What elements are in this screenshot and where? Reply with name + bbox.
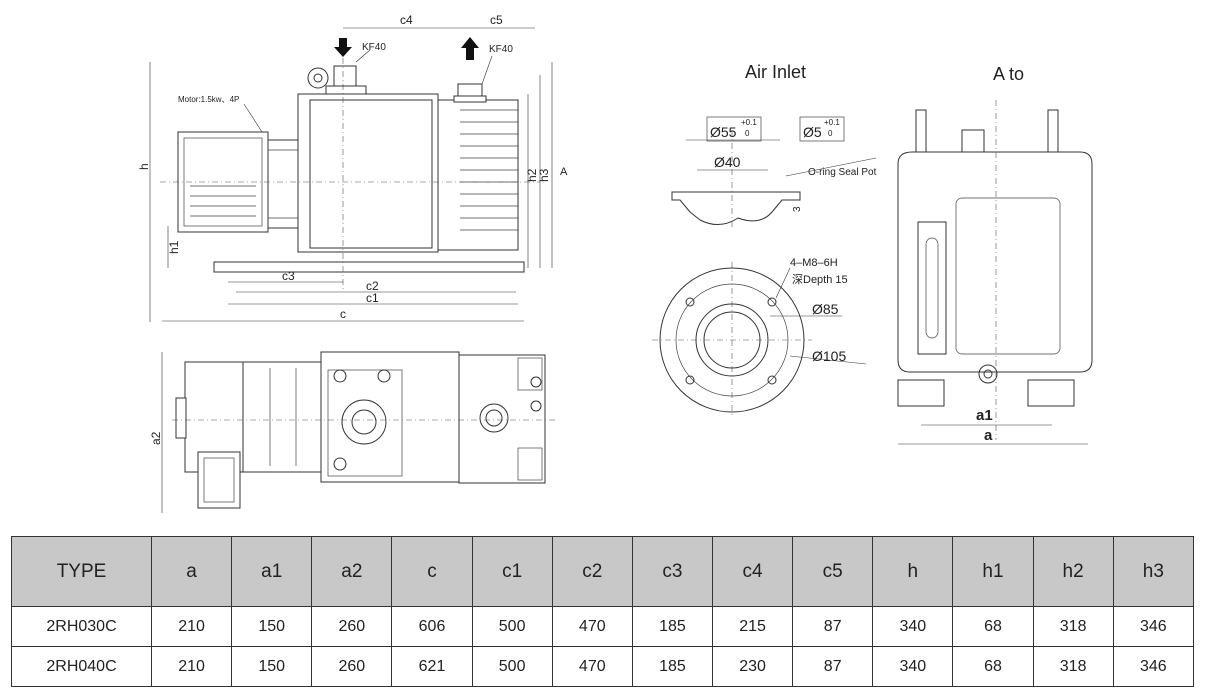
d40-label: Ø40 xyxy=(714,154,741,170)
header-h3: h3 xyxy=(1112,536,1195,607)
cell: 150 xyxy=(231,646,313,687)
m8-label: 4–M8–6H xyxy=(790,257,838,269)
cell: 2RH030C xyxy=(11,606,152,647)
a-to-view: A to a1 a xyxy=(897,64,1093,445)
cell: 210 xyxy=(150,646,233,687)
cell: 318 xyxy=(1032,646,1114,687)
table-row: 2RH030C 210 150 260 606 500 470 185 215 … xyxy=(11,606,1195,647)
a-to-title: A to xyxy=(993,64,1024,84)
kf40-inlet-label: KF40 xyxy=(362,42,386,53)
cell: 260 xyxy=(311,646,393,687)
kf40-outlet-label: KF40 xyxy=(489,44,513,55)
cell: 87 xyxy=(792,606,874,647)
a-label: a xyxy=(984,427,993,444)
cell: 150 xyxy=(231,606,313,647)
c3-label: c3 xyxy=(282,269,295,283)
d55-label: Ø55 xyxy=(710,124,737,140)
depth-label: 深Depth 15 xyxy=(792,273,848,286)
header-h2: h2 xyxy=(1032,536,1114,607)
cell: 470 xyxy=(551,646,633,687)
table-header-row: TYPE a a1 a2 c c1 c2 c3 c4 c5 h h1 h2 h3 xyxy=(11,536,1195,607)
cell: 210 xyxy=(150,606,233,647)
d5-label: Ø5 xyxy=(803,124,822,140)
a-view-label: A xyxy=(560,166,568,178)
c4-label: c4 xyxy=(400,13,413,27)
oring-label: O-ring Seal Pot xyxy=(808,167,877,178)
cell: 318 xyxy=(1032,606,1114,647)
technical-drawing: c4 c5 KF40 KF40 Motor:1.5kw、4P h h1 h2 h… xyxy=(137,13,1093,513)
cell: 340 xyxy=(872,646,954,687)
header-c5: c5 xyxy=(792,536,874,607)
a1-label: a1 xyxy=(976,407,993,424)
cell: 185 xyxy=(631,606,713,647)
cell: 2RH040C xyxy=(11,646,152,687)
spec-table: TYPE a a1 a2 c c1 c2 c3 c4 c5 h h1 h2 h3… xyxy=(11,536,1195,687)
header-c2: c2 xyxy=(551,536,633,607)
c5-label: c5 xyxy=(490,13,503,27)
header-a1: a1 xyxy=(231,536,313,607)
d55-tol-low: 0 xyxy=(745,129,750,138)
c-label: c xyxy=(340,307,346,321)
header-c1: c1 xyxy=(471,536,553,607)
header-h1: h1 xyxy=(952,536,1034,607)
a2-label: a2 xyxy=(149,431,163,445)
header-c4: c4 xyxy=(711,536,794,607)
h2-label: h2 xyxy=(525,168,539,182)
side-view: c4 c5 KF40 KF40 Motor:1.5kw、4P h h1 h2 h… xyxy=(137,13,568,322)
table-row: 2RH040C 210 150 260 621 500 470 185 230 … xyxy=(11,646,1195,687)
cell: 68 xyxy=(952,606,1034,647)
cell: 621 xyxy=(391,646,473,687)
cell: 68 xyxy=(952,646,1034,687)
h1-label: h1 xyxy=(167,240,181,254)
d5-tol-low: 0 xyxy=(828,129,833,138)
cell: 500 xyxy=(471,606,553,647)
d105-label: Ø105 xyxy=(812,348,846,364)
air-inlet-title: Air Inlet xyxy=(745,62,806,82)
three-label: 3 xyxy=(792,206,803,212)
air-inlet-view: Air Inlet Ø55 +0.1 0 Ø5 +0.1 0 Ø40 O-rin… xyxy=(652,62,877,418)
cell: 260 xyxy=(311,606,393,647)
header-type: TYPE xyxy=(11,536,152,607)
motor-label: Motor:1.5kw、4P xyxy=(178,95,239,104)
cell: 606 xyxy=(391,606,473,647)
header-c: c xyxy=(391,536,473,607)
c2-label: c2 xyxy=(366,279,379,293)
header-h: h xyxy=(872,536,954,607)
c1-label: c1 xyxy=(366,291,379,305)
header-a: a xyxy=(150,536,233,607)
cell: 346 xyxy=(1112,606,1195,647)
cell: 500 xyxy=(471,646,553,687)
h-label: h xyxy=(137,163,151,170)
d85-label: Ø85 xyxy=(812,301,839,317)
cell: 470 xyxy=(551,606,633,647)
cell: 346 xyxy=(1112,646,1195,687)
cell: 185 xyxy=(631,646,713,687)
cell: 340 xyxy=(872,606,954,647)
d55-tol-up: +0.1 xyxy=(741,118,757,127)
top-view: a2 xyxy=(149,351,556,513)
h3-label: h3 xyxy=(537,168,551,182)
cell: 230 xyxy=(711,646,794,687)
cell: 215 xyxy=(711,606,794,647)
d5-tol-up: +0.1 xyxy=(824,118,840,127)
cell: 87 xyxy=(792,646,874,687)
header-a2: a2 xyxy=(311,536,393,607)
header-c3: c3 xyxy=(631,536,713,607)
